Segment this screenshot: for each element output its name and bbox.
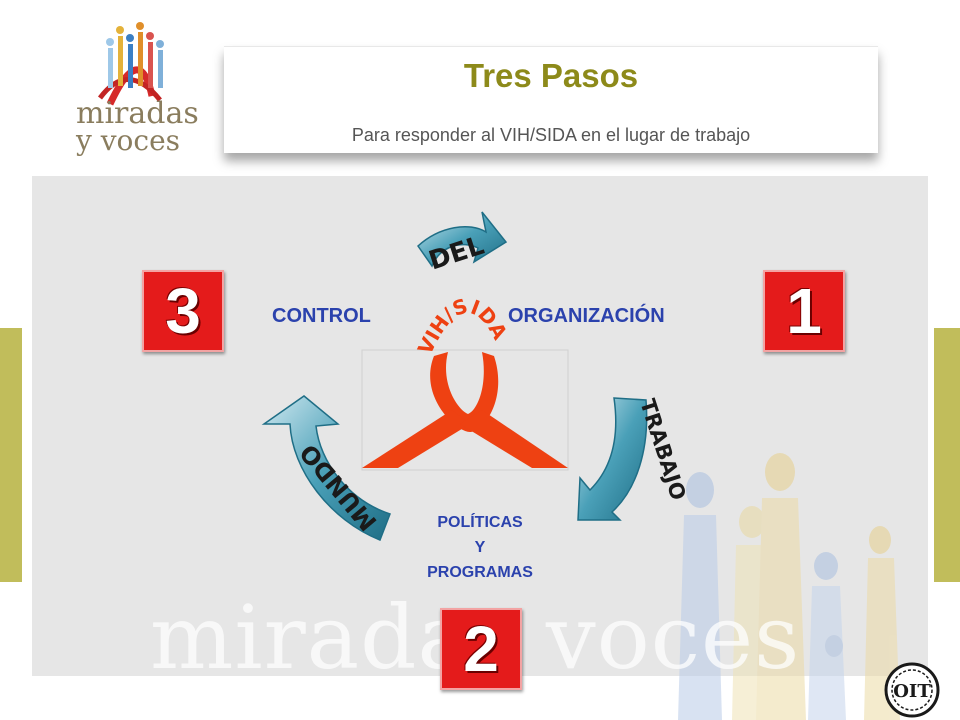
arrow-del: DEL [417,211,508,277]
ribbon-frame [361,349,569,471]
label-politicas-programas: POLÍTICAS Y PROGRAMAS [390,510,570,585]
oit-emblem-text: OIT [893,681,931,702]
right-olive-bar [934,328,960,582]
label-control: CONTROL [272,305,371,327]
logo-line2: y voces [76,124,181,157]
red-ribbon-icon [362,352,568,468]
page-subtitle: Para responder al VIH/SIDA en el lugar d… [351,125,751,145]
title-box: Tres Pasos Para responder al VIH/SIDA en… [224,46,878,153]
step-3-badge: 3 [142,270,224,352]
label-organizacion: ORGANIZACIÓN [508,305,665,327]
label-programas: PROGRAMAS [427,564,533,581]
label-y: Y [474,539,486,556]
left-olive-bar [0,328,22,582]
label-politicas: POLÍTICAS [437,514,523,531]
step-2-badge: 2 [440,608,522,690]
step-1-badge: 1 [763,270,845,352]
logo-line1: miradas [76,96,199,131]
page-title: Tres Pasos [463,57,639,94]
